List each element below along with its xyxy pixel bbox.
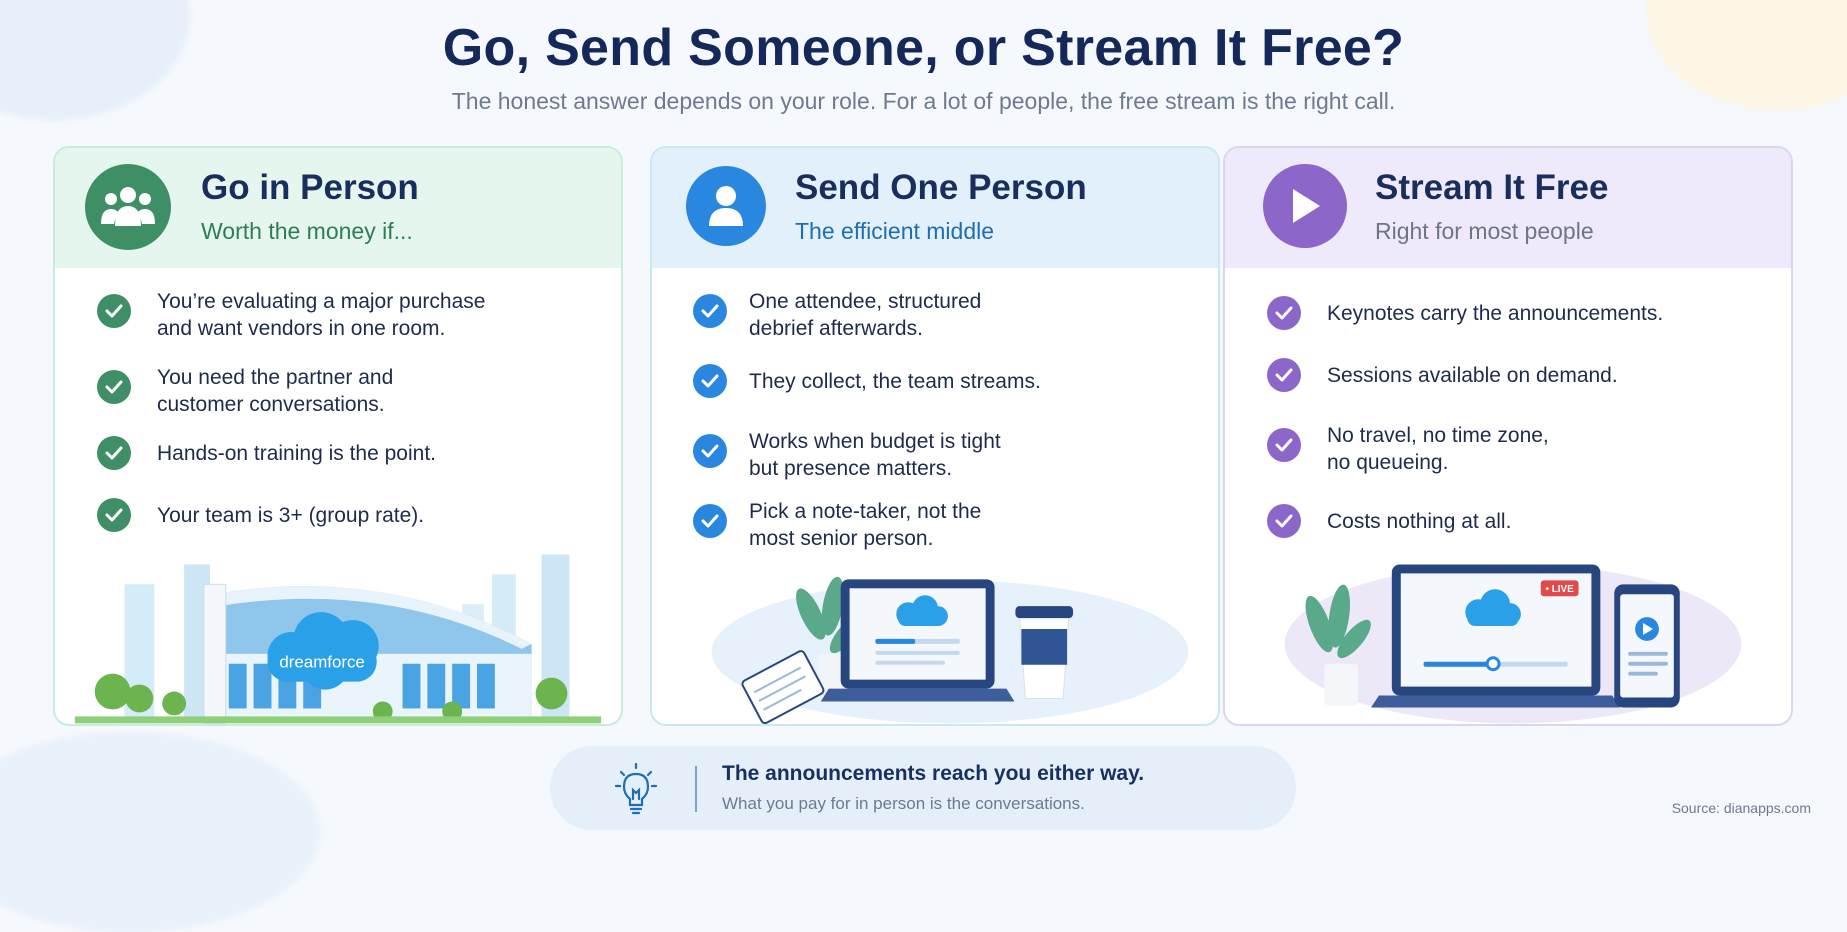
item-line: You’re evaluating a major purchase [157, 290, 486, 313]
check-icon [693, 294, 727, 328]
check-icon [97, 498, 131, 532]
card-header: Go in Person Worth the money if... [55, 148, 621, 268]
card-header: Stream It Free Right for most people [1225, 148, 1791, 268]
page-subtitle: The honest answer depends on your role. … [451, 88, 1396, 114]
check-icon [97, 294, 131, 328]
live-badge: • LIVE [1546, 584, 1575, 595]
check-icon [1267, 296, 1301, 330]
footer-divider [695, 766, 697, 812]
check-icon [97, 370, 131, 404]
item-line: Hands-on training is the point. [157, 442, 436, 465]
people-group-icon [85, 164, 171, 250]
person-icon [686, 166, 766, 246]
card-header: Send One Person The efficient middle [652, 148, 1218, 268]
item-line: no queueing. [1327, 451, 1449, 474]
card-subtitle: Worth the money if... [201, 218, 413, 244]
item-line: Keynotes carry the announcements. [1327, 302, 1664, 325]
item-line: Pick a note-taker, not the [749, 500, 982, 523]
item-line: No travel, no time zone, [1327, 424, 1549, 447]
item-line: most senior person. [749, 527, 934, 550]
check-icon [1267, 428, 1301, 462]
footer-subtext: What you pay for in person is the conver… [722, 794, 1085, 813]
footer-callout: The announcements reach you either way. … [550, 746, 1296, 830]
footer-headline: The announcements reach you either way. [722, 762, 1145, 785]
background-blob [0, 732, 320, 932]
item-line: but presence matters. [749, 457, 953, 480]
item-line: They collect, the team streams. [749, 370, 1041, 393]
laptop-desk-illustration [711, 576, 1189, 724]
card-send-one-person: Send One Person The efficient middle One… [650, 146, 1220, 726]
card-title: Stream It Free [1375, 168, 1609, 207]
item-line: Works when budget is tight [749, 430, 1001, 453]
streaming-devices-illustration: • LIVE [1284, 564, 1742, 724]
convention-center-illustration: dreamforce [74, 554, 602, 724]
check-icon [97, 436, 131, 470]
source-credit: Source: dianapps.com [1671, 800, 1811, 816]
check-icon [1267, 358, 1301, 392]
card-stream-it-free: Stream It Free Right for most people Key… [1223, 146, 1793, 726]
card-go-in-person: Go in Person Worth the money if... You’r… [53, 146, 623, 726]
card-title: Send One Person [795, 168, 1087, 207]
page-title: Go, Send Someone, or Stream It Free? [442, 19, 1405, 77]
item-line: Sessions available on demand. [1327, 364, 1618, 387]
item-line: debrief afterwards. [749, 317, 923, 340]
dreamforce-logo: dreamforce [279, 653, 364, 672]
check-icon [1267, 504, 1301, 538]
check-icon [693, 364, 727, 398]
item-line: One attendee, structured [749, 290, 982, 313]
card-subtitle: Right for most people [1375, 218, 1594, 244]
play-icon [1263, 164, 1347, 248]
item-line: Your team is 3+ (group rate). [157, 504, 425, 527]
item-line: customer conversations. [157, 393, 385, 416]
check-icon [693, 504, 727, 538]
item-line: Costs nothing at all. [1327, 510, 1512, 533]
item-line: and want vendors in one room. [157, 317, 446, 340]
card-subtitle: The efficient middle [795, 218, 995, 244]
check-icon [693, 434, 727, 468]
card-title: Go in Person [201, 168, 419, 207]
item-line: You need the partner and [157, 366, 394, 389]
lightbulb-icon [614, 762, 658, 815]
